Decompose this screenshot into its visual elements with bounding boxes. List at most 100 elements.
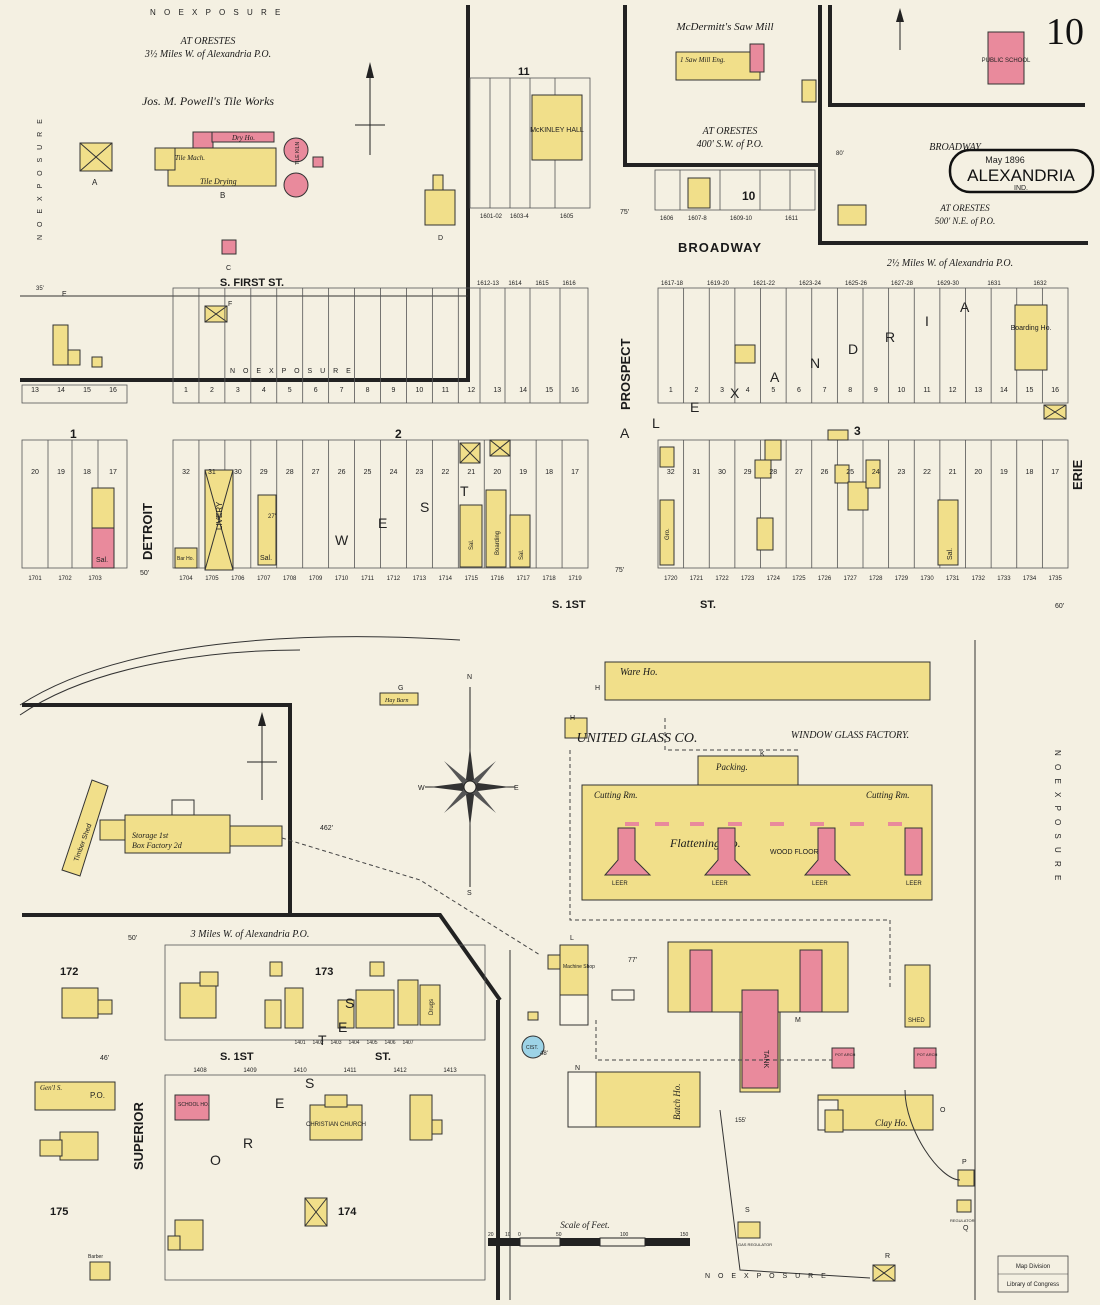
address-number: 1715 — [465, 576, 479, 582]
block-175-label: 175 — [50, 1206, 68, 1218]
s-first-street-top: S. FIRST ST. — [220, 277, 284, 289]
alex-letter: L — [652, 415, 660, 431]
letter-e: E — [62, 291, 67, 298]
cutting-room-right: Cutting Rm. — [866, 790, 910, 800]
tank — [741, 989, 779, 1089]
block-1-label: 1 — [70, 427, 77, 441]
box-factory-label: Box Factory 2d — [132, 841, 183, 850]
orestes-street-letters: O R E S T E S — [210, 995, 354, 1168]
orestes-letter: E — [275, 1095, 284, 1111]
public-school-label: PUBLIC SCHOOL — [982, 58, 1031, 64]
hay-barn — [379, 692, 419, 706]
saw-at-2: 400' S.W. of P.O. — [697, 139, 764, 150]
letter-p: P — [962, 1159, 967, 1166]
lot-number: 28 — [286, 469, 294, 476]
dim-60: 60' — [1055, 603, 1064, 610]
lot-number: 2 — [694, 387, 698, 394]
flattening-house — [581, 784, 933, 901]
addr-1609: 1609-10 — [730, 216, 753, 222]
alex-letter: D — [848, 341, 858, 357]
lot-number: 6 — [797, 387, 801, 394]
title-date: May 1896 — [985, 155, 1025, 165]
lot-number: 23 — [898, 469, 906, 476]
letter-h: H — [570, 715, 575, 722]
letter-g: G — [398, 685, 403, 692]
bar-house — [174, 547, 198, 569]
saloon-east-label: Sal. — [947, 548, 954, 560]
scale-tick: 20 — [488, 1232, 494, 1238]
shed-label: SHED — [908, 1018, 925, 1024]
tank-label: TANK — [762, 1050, 769, 1068]
gas-regulator-label: GAS REGULATOR — [738, 1242, 772, 1247]
block-3: Boarding Ho. Gro. Sal. 3 — [657, 287, 1069, 569]
leer-2 — [703, 827, 752, 876]
ne-at-2: 500' N.E. of P.O. — [935, 216, 996, 226]
lot-number: 11 — [923, 387, 930, 394]
saloon-west — [257, 494, 277, 566]
livery-label: LIVERY — [215, 501, 224, 530]
lot-number: 13 — [493, 387, 501, 394]
west-letter: S — [420, 499, 429, 515]
tile-kiln-2 — [283, 172, 309, 198]
regulator-label: REGULATOR — [950, 1218, 975, 1223]
lot-number: 5 — [771, 387, 775, 394]
building-e — [52, 324, 69, 366]
lot-number: 14 — [57, 387, 65, 394]
lot-number: 21 — [949, 469, 957, 476]
lot-number: 20 — [974, 469, 982, 476]
address-number: 1709 — [309, 576, 323, 582]
saw-at-1: AT ORESTES — [702, 126, 758, 137]
address-number: 1714 — [439, 576, 453, 582]
dim-77: 77' — [628, 957, 637, 964]
superior-street: SUPERIOR — [131, 1101, 146, 1170]
scale-tick: 50 — [556, 1232, 562, 1238]
tile-works-inset: N O E X P O S U R E N O E X P O S U R E … — [20, 5, 470, 382]
dim-50: 50' — [140, 570, 149, 577]
lot-number: 17 — [571, 469, 579, 476]
lot-number: 16 — [109, 387, 117, 394]
no-exposure-top: N O E X P O S U R E — [150, 8, 283, 17]
lot-number: 2 — [210, 387, 214, 394]
st-bottom: ST. — [375, 1051, 391, 1063]
lot-number: 13 — [31, 387, 39, 394]
letter-d: D — [438, 235, 443, 242]
alex-letter: R — [885, 329, 895, 345]
alex-letter: E — [690, 399, 699, 415]
orestes-letter: O — [210, 1152, 221, 1168]
lot-number: 5 — [288, 387, 292, 394]
lot-number: 10 — [416, 387, 424, 394]
lot-number: 9 — [874, 387, 878, 394]
orestes-village: 3 Miles W. of Alexandria P.O. Drugs 173 … — [34, 929, 486, 1281]
dim-50-b: 50' — [128, 935, 137, 942]
no-exposure-left: N O E X P O S U R E — [37, 116, 44, 240]
wood-floor-label: WOOD FLOOR. — [770, 849, 821, 856]
lot-number: 30 — [234, 469, 242, 476]
letter-c: C — [226, 265, 231, 272]
window-glass-title: WINDOW GLASS FACTORY. — [791, 730, 909, 741]
scale-tick: 100 — [620, 1232, 629, 1238]
lot-number: 31 — [693, 469, 701, 476]
pot-arch-2-label: POT ARCH — [917, 1052, 937, 1057]
orestes-letter: T — [318, 1032, 327, 1048]
address-number: 1406 — [384, 1040, 395, 1046]
block-10: 10 1606 1607-8 1609-10 1611 — [654, 169, 816, 222]
leer-2-label: LEER — [712, 881, 728, 887]
lot-number: 4 — [746, 387, 750, 394]
address-number: 1729 — [895, 576, 909, 582]
lot-number: 17 — [109, 469, 117, 476]
church-label: CHRISTIAN CHURCH — [306, 1122, 366, 1128]
erie-street: ERIE — [1070, 459, 1085, 490]
timber-shed — [61, 779, 109, 877]
tile-kiln-label: TILE KILN — [295, 142, 301, 165]
saloon-west-label: Sal. — [260, 555, 272, 562]
lot-number: 29 — [744, 469, 752, 476]
address-number: 1727 — [844, 576, 858, 582]
address-number: 1713 — [413, 576, 427, 582]
no-exposure-tile-bottom: N O E X P O S U R E — [230, 368, 354, 375]
lot-number: 11 — [442, 387, 449, 394]
address-number: 1407 — [402, 1040, 413, 1046]
lot-number: 4 — [262, 387, 266, 394]
address-number: 1411 — [344, 1068, 358, 1074]
alex-letter: I — [925, 313, 929, 329]
